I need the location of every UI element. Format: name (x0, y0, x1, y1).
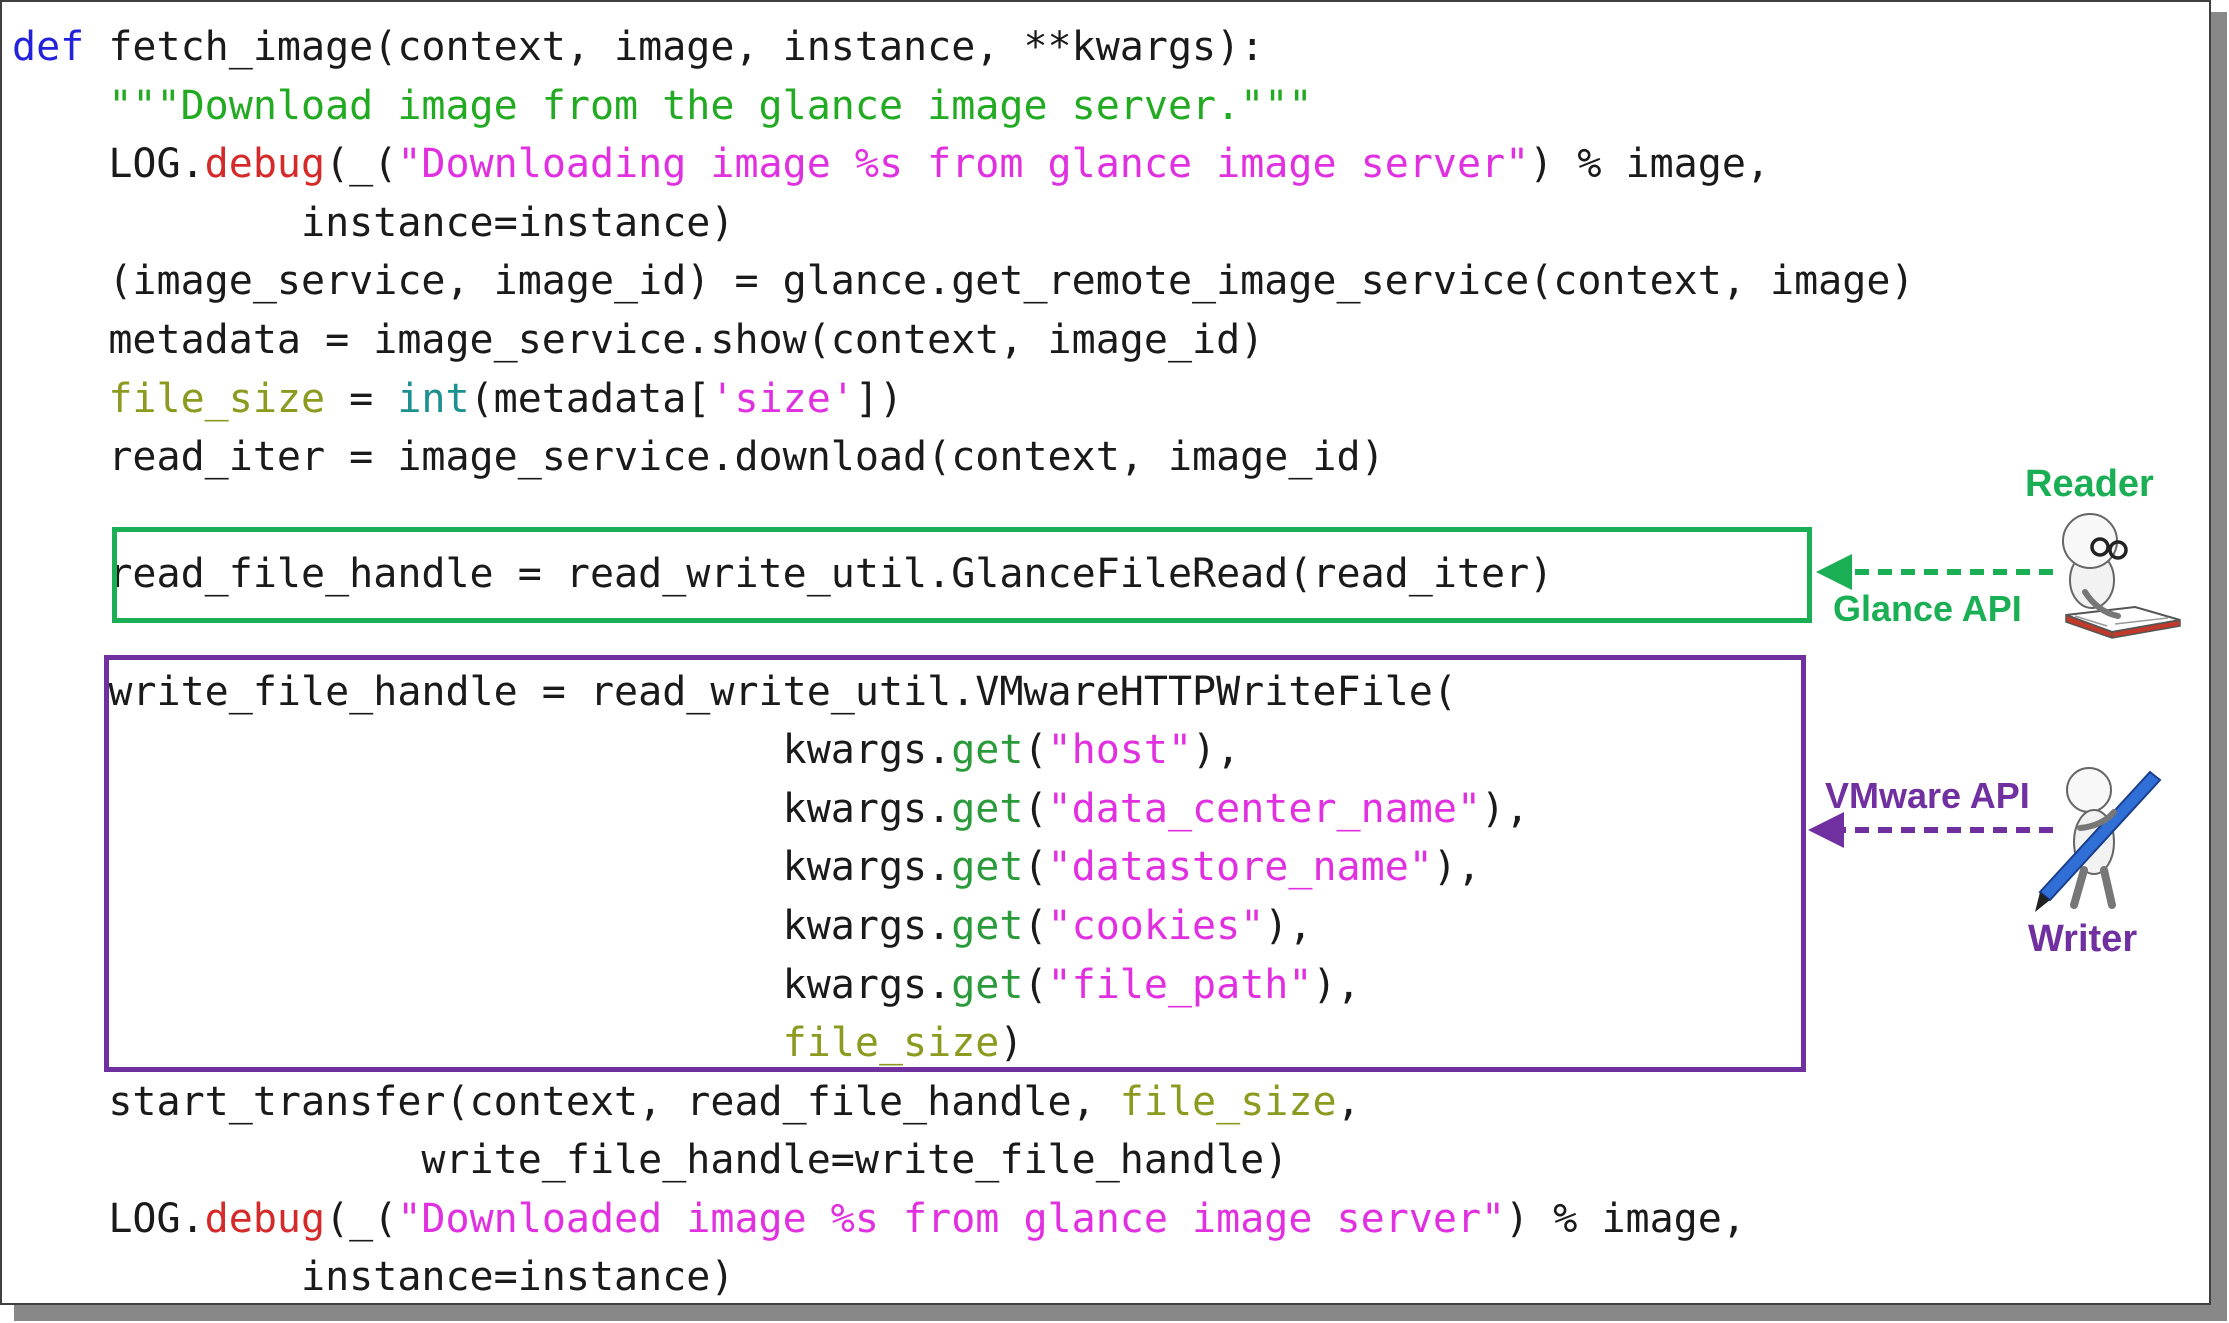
code-token: "data_center_name" (1047, 785, 1482, 832)
code-token: ( (1023, 844, 1048, 891)
vmware-api-label: VMware API (1825, 775, 2030, 816)
reader-figure-icon (2062, 513, 2181, 639)
code-token: get (951, 844, 1024, 891)
code-token: "datastore_name" (1047, 844, 1433, 891)
code-token: "Downloading image %s from glance image … (397, 141, 1530, 188)
code-line: start_transfer(context, read_file_handle… (12, 1073, 1914, 1132)
code-line: kwargs.get("cookies"), (12, 897, 1914, 956)
code-token: (_( (325, 1195, 398, 1242)
code-token: """Download image from the glance image … (108, 82, 1313, 129)
code-token: , (1336, 1078, 1361, 1125)
code-token: ), (1264, 902, 1313, 949)
code-token: LOG. (12, 141, 205, 188)
code-token: ), (1432, 844, 1482, 891)
reader-label: Reader (2025, 463, 2154, 505)
code-token: (image_service, image_id) = glance.get_r… (12, 258, 1915, 305)
code-line: instance=instance) (12, 194, 1914, 253)
code-token: metadata = image_service.show(context, i… (12, 316, 1265, 363)
code-line: """Download image from the glance image … (12, 77, 1914, 136)
writer-label: Writer (2028, 918, 2138, 960)
code-line: instance=instance) (12, 1248, 1914, 1307)
code-token: fetch_image(context, image, instance, **… (84, 24, 1265, 70)
code-token: debug (204, 141, 326, 188)
code-token: kwargs. (12, 902, 952, 949)
glance-api-label: Glance API (1833, 588, 2022, 629)
code-line: LOG.debug(_("Downloading image %s from g… (12, 135, 1914, 194)
reader-highlight-box (112, 527, 1812, 623)
code-line: write_file_handle = read_write_util.VMwa… (12, 663, 1914, 722)
code-token: LOG. (12, 1195, 205, 1242)
code-token: ( (1023, 727, 1048, 774)
code-token: ) (999, 1020, 1024, 1067)
code-token: ) % image, (1529, 141, 1771, 188)
code-token: kwargs. (12, 844, 952, 891)
code-token: ( (1023, 902, 1048, 949)
code-token: "file_path" (1047, 961, 1313, 1008)
code-token: read_file_handle = read_write_util.Glanc… (12, 551, 1554, 598)
code-line: read_file_handle = read_write_util.Glanc… (12, 545, 1914, 604)
code-token: kwargs. (12, 785, 952, 832)
code-token: int (397, 375, 470, 422)
code-token: (_( (325, 141, 398, 188)
code-token: get (951, 785, 1024, 832)
code-line: file_size = int(metadata['size']) (12, 370, 1914, 429)
code-line: metadata = image_service.show(context, i… (12, 311, 1914, 370)
code-token: get (951, 727, 1024, 774)
code-token: 'size' (710, 375, 855, 422)
code-token: ( (1023, 785, 1048, 832)
code-token: (metadata[ (469, 375, 711, 422)
code-token: "Downloaded image %s from glance image s… (397, 1195, 1506, 1242)
code-token: debug (204, 1195, 326, 1242)
code-token: ]) (854, 375, 904, 422)
code-token: start_transfer(context, read_file_handle… (12, 1078, 1120, 1125)
code-token: read_iter = image_service.download(conte… (12, 434, 1385, 481)
code-line: kwargs.get("file_path"), (12, 956, 1914, 1015)
code-listing: def fetch_image(context, image, instance… (12, 18, 1914, 1307)
code-token: file_size (1119, 1078, 1337, 1125)
code-token: file_size (108, 375, 326, 422)
writer-highlight-box (104, 655, 1806, 1072)
code-figure-frame (0, 0, 2211, 1305)
code-token: ) % image, (1505, 1195, 1746, 1242)
code-token: kwargs. (12, 961, 952, 1008)
code-line: read_iter = image_service.download(conte… (12, 428, 1914, 487)
code-line: (image_service, image_id) = glance.get_r… (12, 252, 1914, 311)
code-token: ( (1023, 961, 1048, 1008)
code-line: kwargs.get("data_center_name"), (12, 780, 1914, 839)
code-token: instance=instance) (12, 1254, 735, 1301)
code-token: kwargs. (12, 727, 952, 774)
code-token: ), (1192, 727, 1241, 774)
code-token: get (951, 902, 1024, 949)
code-token: ), (1481, 785, 1530, 832)
writer-figure-icon (2035, 767, 2162, 912)
code-token: = (325, 375, 398, 422)
code-line: def fetch_image(context, image, instance… (12, 18, 1914, 77)
code-token: write_file_handle=write_file_handle) (12, 1137, 1289, 1184)
code-line: LOG.debug(_("Downloaded image %s from gl… (12, 1190, 1914, 1249)
code-token: instance=instance) (12, 199, 735, 246)
code-token: get (951, 961, 1024, 1008)
code-line: write_file_handle=write_file_handle) (12, 1131, 1914, 1190)
code-token: "cookies" (1047, 902, 1265, 949)
code-token: file_size (782, 1020, 1000, 1067)
code-token: "host" (1047, 727, 1193, 774)
code-token: write_file_handle = read_write_util.VMwa… (12, 668, 1457, 715)
code-line: kwargs.get("host"), (12, 721, 1914, 780)
code-token: ), (1312, 961, 1361, 1008)
code-line: file_size) (12, 1014, 1914, 1073)
code-token: def (12, 24, 85, 70)
code-line: kwargs.get("datastore_name"), (12, 838, 1914, 897)
